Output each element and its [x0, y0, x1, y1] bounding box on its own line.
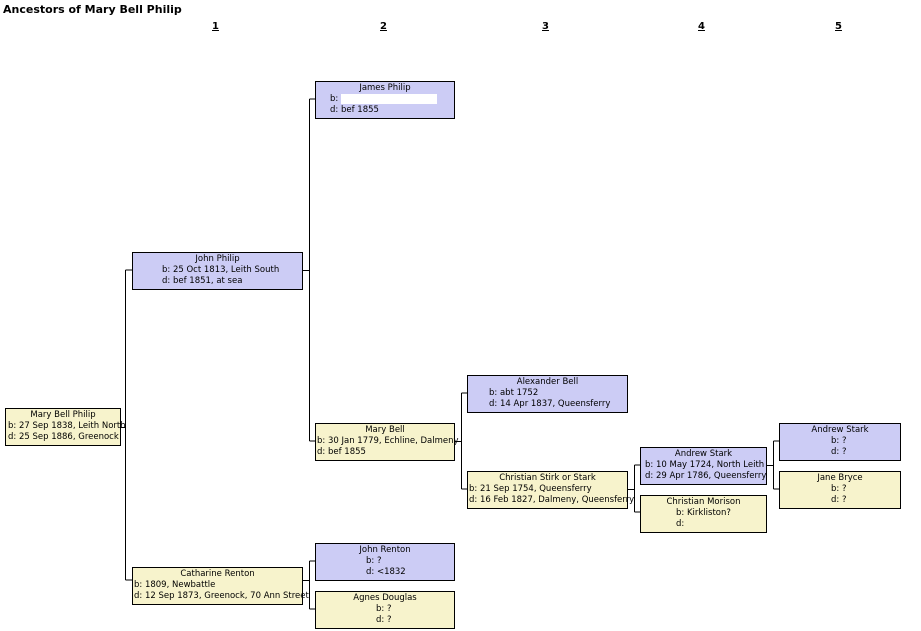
death-info: d:	[676, 519, 685, 529]
person-name: Agnes Douglas	[353, 593, 417, 603]
birth-info: b: 1809, Newbattle	[134, 580, 216, 590]
birth-info: b: abt 1752	[489, 388, 539, 398]
person-name: Jane Bryce	[817, 473, 863, 483]
person-box-andrew-stark[interactable]: Andrew Stark b: 10 May 1724, North Leith…	[640, 447, 767, 485]
generation-header-4: 4	[698, 21, 705, 32]
person-box-alexander-bell[interactable]: Alexander Bell b: abt 1752 d: 14 Apr 183…	[467, 375, 628, 413]
person-name: Andrew Stark	[674, 449, 733, 459]
connector-p11	[628, 464, 640, 513]
death-info: d: 25 Sep 1886, Greenock	[8, 432, 119, 442]
death-info: d: ?	[831, 447, 847, 457]
connector-p1	[120, 269, 132, 581]
person-box-christian-morison[interactable]: Christian Morison b: Kirkliston? d:	[640, 495, 767, 533]
person-name: James Philip	[359, 83, 411, 93]
death-info: d: 16 Feb 1827, Dalmeny, Queensferry	[469, 495, 635, 505]
connector-p2	[302, 98, 315, 442]
generation-header-5: 5	[835, 21, 842, 32]
birth-info: b: 27 Sep 1838, Leith North	[8, 421, 126, 431]
death-info: d: bef 1855	[317, 447, 366, 457]
person-name: Catharine Renton	[180, 569, 255, 579]
generation-header-1: 1	[212, 21, 219, 32]
person-name: Mary Bell	[365, 425, 405, 435]
person-box-mary-bell[interactable]: Mary Bell b: 30 Jan 1779, Echline, Dalme…	[315, 423, 459, 461]
chart-title: Ancestors of Mary Bell Philip	[3, 3, 182, 16]
death-info: d: 29 Apr 1786, Queensferry	[645, 471, 767, 481]
person-box-catharine-renton[interactable]: Catharine Renton b: 1809, Newbattle d: 1…	[132, 567, 309, 605]
death-info: d: 14 Apr 1837, Queensferry	[489, 399, 611, 409]
person-name: John Renton	[359, 545, 411, 555]
person-box-jane-bryce[interactable]: Jane Bryce b: ? d: ?	[779, 471, 901, 509]
person-name: Alexander Bell	[516, 377, 579, 387]
birth-info: b: 30 Jan 1779, Echline, Dalmeny	[317, 436, 459, 446]
person-box-andrew-stark-senior[interactable]: Andrew Stark b: ? d: ?	[779, 423, 901, 461]
generation-header-2: 2	[380, 21, 387, 32]
birth-info: b: 21 Sep 1754, Queensferry	[469, 484, 592, 494]
birth-info: b: ?	[366, 556, 382, 566]
person-name: Mary Bell Philip	[30, 410, 96, 420]
death-info: d: ?	[376, 615, 392, 625]
connector-p5	[455, 392, 467, 490]
person-box-john-renton[interactable]: John Renton b: ? d: <1832	[315, 543, 455, 581]
death-info: d: <1832	[366, 567, 406, 577]
person-name: Christian Stirk or Stark	[499, 473, 596, 483]
birth-info: b: ?	[831, 436, 847, 446]
death-info: d: bef 1851, at sea	[162, 276, 243, 286]
person-name: John Philip	[195, 254, 240, 264]
birth-info: b: Kirkliston?	[676, 508, 731, 518]
person-box-mary-bell-philip[interactable]: Mary Bell Philip b: 27 Sep 1838, Leith N…	[5, 408, 126, 446]
connector-p3	[302, 560, 315, 610]
death-info: d: bef 1855	[330, 105, 379, 115]
person-box-james-philip[interactable]: James Philip b: d: bef 1855	[315, 81, 455, 119]
death-info: d: ?	[831, 495, 847, 505]
death-info: d: 12 Sep 1873, Greenock, 70 Ann Street	[134, 591, 309, 601]
generation-header-3: 3	[542, 21, 549, 32]
person-box-john-philip[interactable]: John Philip b: 25 Oct 1813, Leith South …	[132, 252, 303, 290]
birth-info: b: ?	[376, 604, 392, 614]
redacted-birth-detail	[340, 94, 437, 104]
person-box-christian-stirk-or-stark[interactable]: Christian Stirk or Stark b: 21 Sep 1754,…	[467, 471, 635, 509]
person-name: Christian Morison	[666, 497, 741, 507]
person-name: Andrew Stark	[811, 425, 869, 435]
birth-info: b: 25 Oct 1813, Leith South	[162, 265, 280, 275]
birth-info: b: 10 May 1724, North Leith	[645, 460, 765, 470]
birth-info: b: ?	[831, 484, 847, 494]
connector-p22	[767, 440, 779, 490]
birth-info: b:	[330, 94, 339, 104]
person-box-agnes-douglas[interactable]: Agnes Douglas b: ? d: ?	[315, 591, 455, 629]
